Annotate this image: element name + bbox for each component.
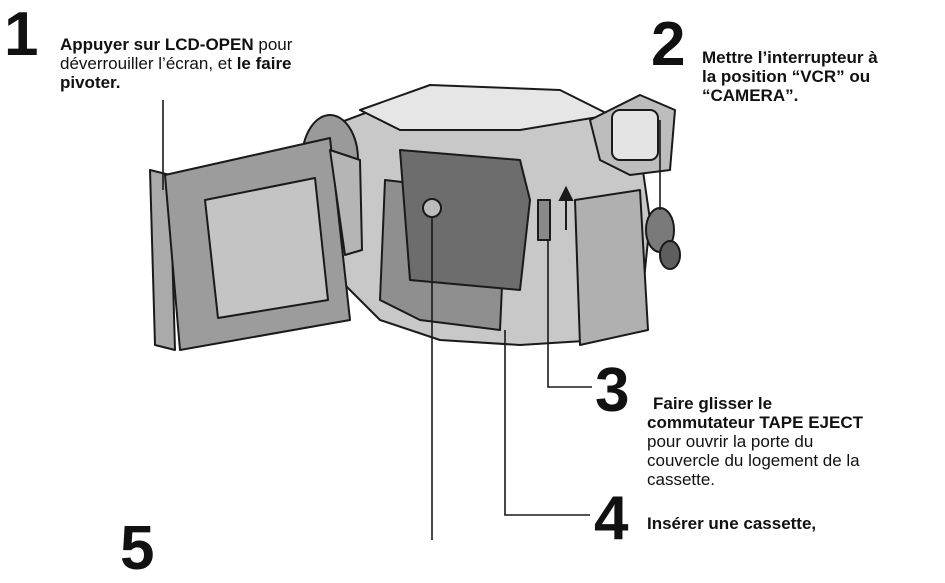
step-1-text: Appuyer sur LCD-OPEN pour déverrouiller … xyxy=(60,35,292,92)
lcd-screen xyxy=(204,177,329,319)
step-1-text-b: déverrouiller l’écran, et xyxy=(60,54,237,73)
step-5-number: 5 xyxy=(120,514,155,583)
step-2-text: Mettre l’interrupteur à la position “VCR… xyxy=(702,48,878,105)
cassette-slot xyxy=(399,149,531,291)
step-4-text: Insérer une cassette, xyxy=(647,514,816,533)
step-3-text: Faire glisser le commutateur TAPE EJECT … xyxy=(647,394,863,489)
door-button xyxy=(422,198,442,218)
step-3-line-3: pour ouvrir la porte du xyxy=(647,432,814,451)
step-1-bold-b: le faire xyxy=(236,54,292,73)
step-3-line-2: commutateur TAPE EJECT xyxy=(647,413,864,432)
step-1-number: 1 xyxy=(4,0,39,69)
step-4-line-1: Insérer une cassette, xyxy=(647,514,817,533)
camcorder-illustration xyxy=(149,84,681,540)
step-2-number: 2 xyxy=(651,10,686,79)
step-1-bold-c: pivoter. xyxy=(60,73,121,92)
battery xyxy=(574,189,649,346)
tape-eject-switch xyxy=(537,199,551,241)
step-2-line-3: “CAMERA”. xyxy=(702,86,799,105)
step-4-number: 4 xyxy=(594,484,629,553)
lcd-hinge xyxy=(329,149,363,256)
step-3-line-4: couvercle du logement de la xyxy=(647,451,860,470)
mode-knob xyxy=(659,240,681,270)
step-3-line-1: Faire glisser le xyxy=(653,394,773,413)
leader-step4 xyxy=(504,330,590,516)
leader-step3 xyxy=(547,240,592,388)
step-3-number: 3 xyxy=(595,356,630,425)
step-1-bold-a: Appuyer sur LCD-OPEN xyxy=(60,35,254,54)
step-1-text-a: pour xyxy=(253,35,293,54)
step-2-line-1: Mettre l’interrupteur à xyxy=(702,48,878,67)
step-3-line-5: cassette. xyxy=(647,470,716,489)
step-2-line-2: la position “VCR” ou xyxy=(702,67,871,86)
viewfinder-eyepiece xyxy=(611,109,659,161)
